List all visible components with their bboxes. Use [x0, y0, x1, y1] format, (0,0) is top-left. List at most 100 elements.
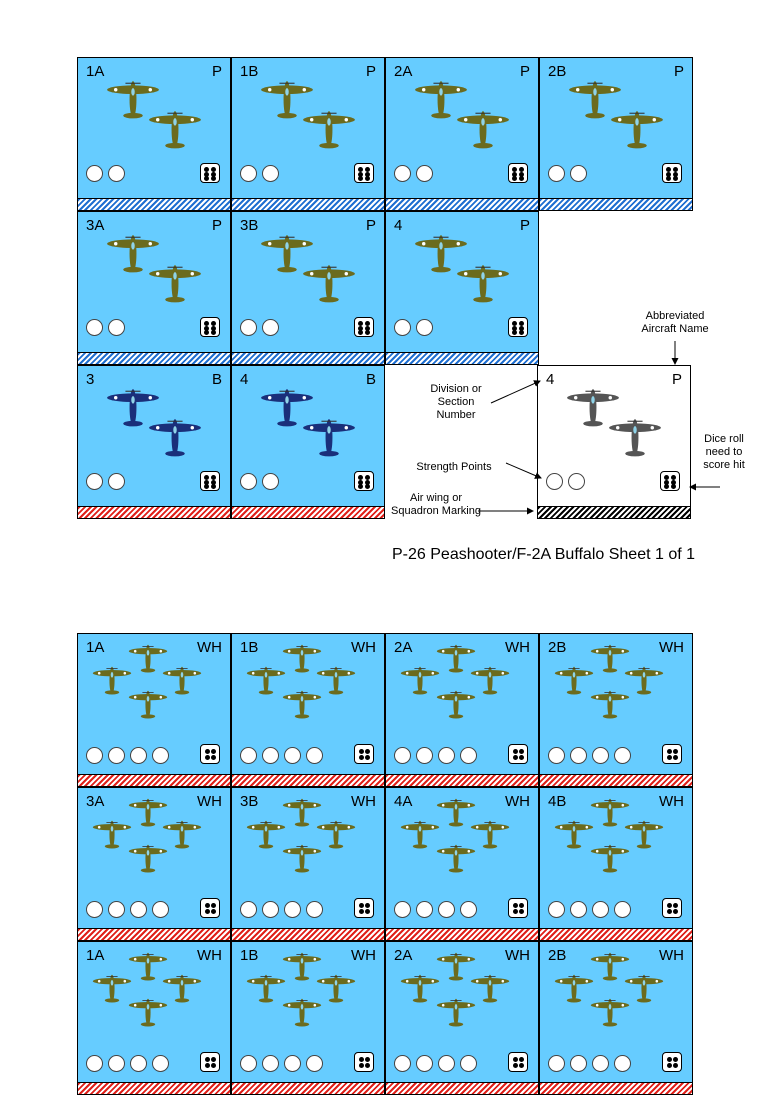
- counter-aircraft-type: WH: [659, 793, 684, 810]
- fighter-plane-icon: [590, 644, 630, 673]
- strength-point-circle: [284, 901, 301, 918]
- strength-point-circle: [306, 747, 323, 764]
- fighter-plane-icon: [162, 974, 202, 1003]
- annotation-strength: Strength Points: [416, 461, 492, 473]
- counter-aircraft-type: P: [365, 63, 376, 80]
- fighter-plane-icon: [590, 998, 630, 1027]
- strength-point-circle: [108, 901, 125, 918]
- strength-point-circle: [548, 901, 565, 918]
- fighter-plane-icon: [92, 974, 132, 1003]
- die-icon: [354, 163, 374, 183]
- fighter-plane-icon: [554, 666, 594, 695]
- counter-aircraft-type: WH: [351, 793, 376, 810]
- counter-division-label: 1A: [86, 639, 105, 656]
- air-wing-stripe: [386, 352, 538, 364]
- fighter-plane-icon: [282, 952, 322, 981]
- fighter-plane-icon: [457, 111, 509, 149]
- counter-division-label: 4: [240, 371, 249, 388]
- annotation-dice: Dice roll need to score hit: [703, 433, 745, 471]
- strength-point-circle: [416, 1055, 433, 1072]
- fighter-plane-icon: [590, 952, 630, 981]
- counter-division-label: 2B: [548, 947, 567, 964]
- fighter-plane-icon: [457, 265, 509, 303]
- counter-aircraft-type: P: [671, 371, 682, 388]
- counter-aircraft-type: WH: [659, 639, 684, 656]
- air-wing-stripe: [232, 506, 384, 518]
- strength-point-circle: [240, 473, 257, 490]
- strength-point-circle: [416, 747, 433, 764]
- air-wing-stripe: [538, 506, 690, 518]
- air-wing-stripe: [78, 352, 230, 364]
- strength-point-circle: [394, 1055, 411, 1072]
- annotation-division: Division or Section Number: [430, 383, 482, 421]
- strength-point-circle: [416, 901, 433, 918]
- strength-point-circle: [570, 165, 587, 182]
- strength-point-circle: [108, 165, 125, 182]
- counter-aircraft-type: P: [211, 63, 222, 80]
- strength-point-circle: [240, 165, 257, 182]
- fighter-plane-icon: [261, 389, 313, 427]
- strength-point-circle: [262, 319, 279, 336]
- strength-point-circle: [548, 165, 565, 182]
- fighter-plane-icon: [624, 820, 664, 849]
- strength-point-circle: [108, 473, 125, 490]
- fighter-plane-icon: [316, 974, 356, 1003]
- fighter-plane-icon: [316, 820, 356, 849]
- strength-point-circle: [262, 901, 279, 918]
- strength-point-circle: [130, 747, 147, 764]
- die-icon: [660, 471, 680, 491]
- counter-division-label: 4: [546, 371, 555, 388]
- counter-division-label: 3A: [86, 793, 105, 810]
- arrow-division: [490, 380, 541, 404]
- counter-aircraft-type: P: [365, 217, 376, 234]
- strength-point-circle: [306, 901, 323, 918]
- fighter-plane-icon: [569, 81, 621, 119]
- counter-aircraft-type: WH: [505, 947, 530, 964]
- fighter-plane-icon: [400, 974, 440, 1003]
- air-wing-stripe: [386, 774, 538, 786]
- die-icon: [200, 163, 220, 183]
- strength-point-circle: [614, 1055, 631, 1072]
- strength-point-circle: [108, 1055, 125, 1072]
- fighter-plane-icon: [107, 389, 159, 427]
- strength-point-circle: [262, 747, 279, 764]
- strength-point-circle: [592, 1055, 609, 1072]
- fighter-plane-icon: [261, 81, 313, 119]
- counter-division-label: 2B: [548, 63, 567, 80]
- strength-point-circle: [130, 901, 147, 918]
- strength-point-circle: [108, 747, 125, 764]
- counter-division-label: 1B: [240, 63, 259, 80]
- strength-point-circle: [86, 747, 103, 764]
- air-wing-stripe: [540, 928, 692, 940]
- fighter-plane-icon: [282, 998, 322, 1027]
- fighter-plane-icon: [554, 974, 594, 1003]
- die-icon: [508, 898, 528, 918]
- strength-point-circle: [438, 1055, 455, 1072]
- fighter-plane-icon: [567, 389, 619, 427]
- strength-point-circle: [152, 901, 169, 918]
- fighter-plane-icon: [128, 844, 168, 873]
- arrow-strength: [505, 462, 542, 479]
- fighter-plane-icon: [282, 798, 322, 827]
- strength-point-circle: [570, 747, 587, 764]
- fighter-plane-icon: [149, 419, 201, 457]
- air-wing-stripe: [386, 928, 538, 940]
- air-wing-stripe: [386, 1082, 538, 1094]
- counter-division-label: 3B: [240, 793, 259, 810]
- fighter-plane-icon: [436, 952, 476, 981]
- air-wing-stripe: [78, 928, 230, 940]
- air-wing-stripe: [232, 198, 384, 210]
- fighter-plane-icon: [415, 81, 467, 119]
- strength-point-circle: [86, 319, 103, 336]
- counter-division-label: 4A: [394, 793, 413, 810]
- fighter-plane-icon: [282, 644, 322, 673]
- fighter-plane-icon: [400, 820, 440, 849]
